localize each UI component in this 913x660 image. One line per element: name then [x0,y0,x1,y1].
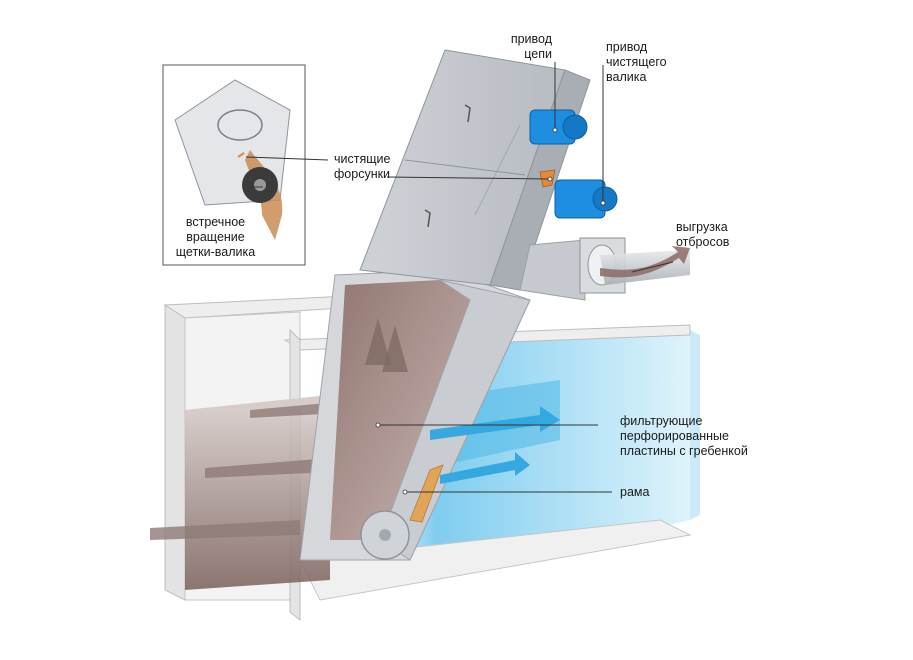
leader-lines [245,62,674,493]
label-line: привод [606,40,648,54]
label-roller-drive: привод чистящего валика [606,40,667,85]
inclined-screen [299,269,531,561]
label-chain-drive: привод цепи [490,32,552,62]
label-line: форсунки [334,167,391,181]
label-line: перфорированные [620,429,729,443]
frame-rail [409,464,444,523]
label-line: пластины с гребенкой [620,444,748,458]
label-frame: рама [620,485,649,500]
discharge-chute [519,237,690,301]
label-line: выгрузка [676,220,728,234]
label-line: чистящего [606,55,667,69]
leader-dots [375,127,606,495]
label-line: фильтрующие [620,414,703,428]
label-discharge: выгрузка отбросов [676,220,729,250]
inset-detail [162,64,306,266]
label-line: щетки-валика [175,245,256,259]
label-line: чистящие [334,152,391,166]
label-nozzles: чистящие форсунки [334,152,390,182]
chain-drive [529,109,588,145]
water-flow-arrows [430,406,560,484]
label-line: отбросов [676,235,730,249]
roller-drive [554,179,618,219]
label-line: рама [620,485,650,499]
label-line: привод [510,32,552,46]
label-line: цепи [524,47,552,61]
ascending-arrows [365,318,408,372]
label-line: валика [606,70,647,84]
label-line: встречное [185,215,246,229]
label-line: вращение [186,230,245,244]
label-counter-rotation: встречное вращение щетки-валика [168,215,263,260]
label-plates: фильтрующие перфорированные пластины с г… [620,414,748,459]
